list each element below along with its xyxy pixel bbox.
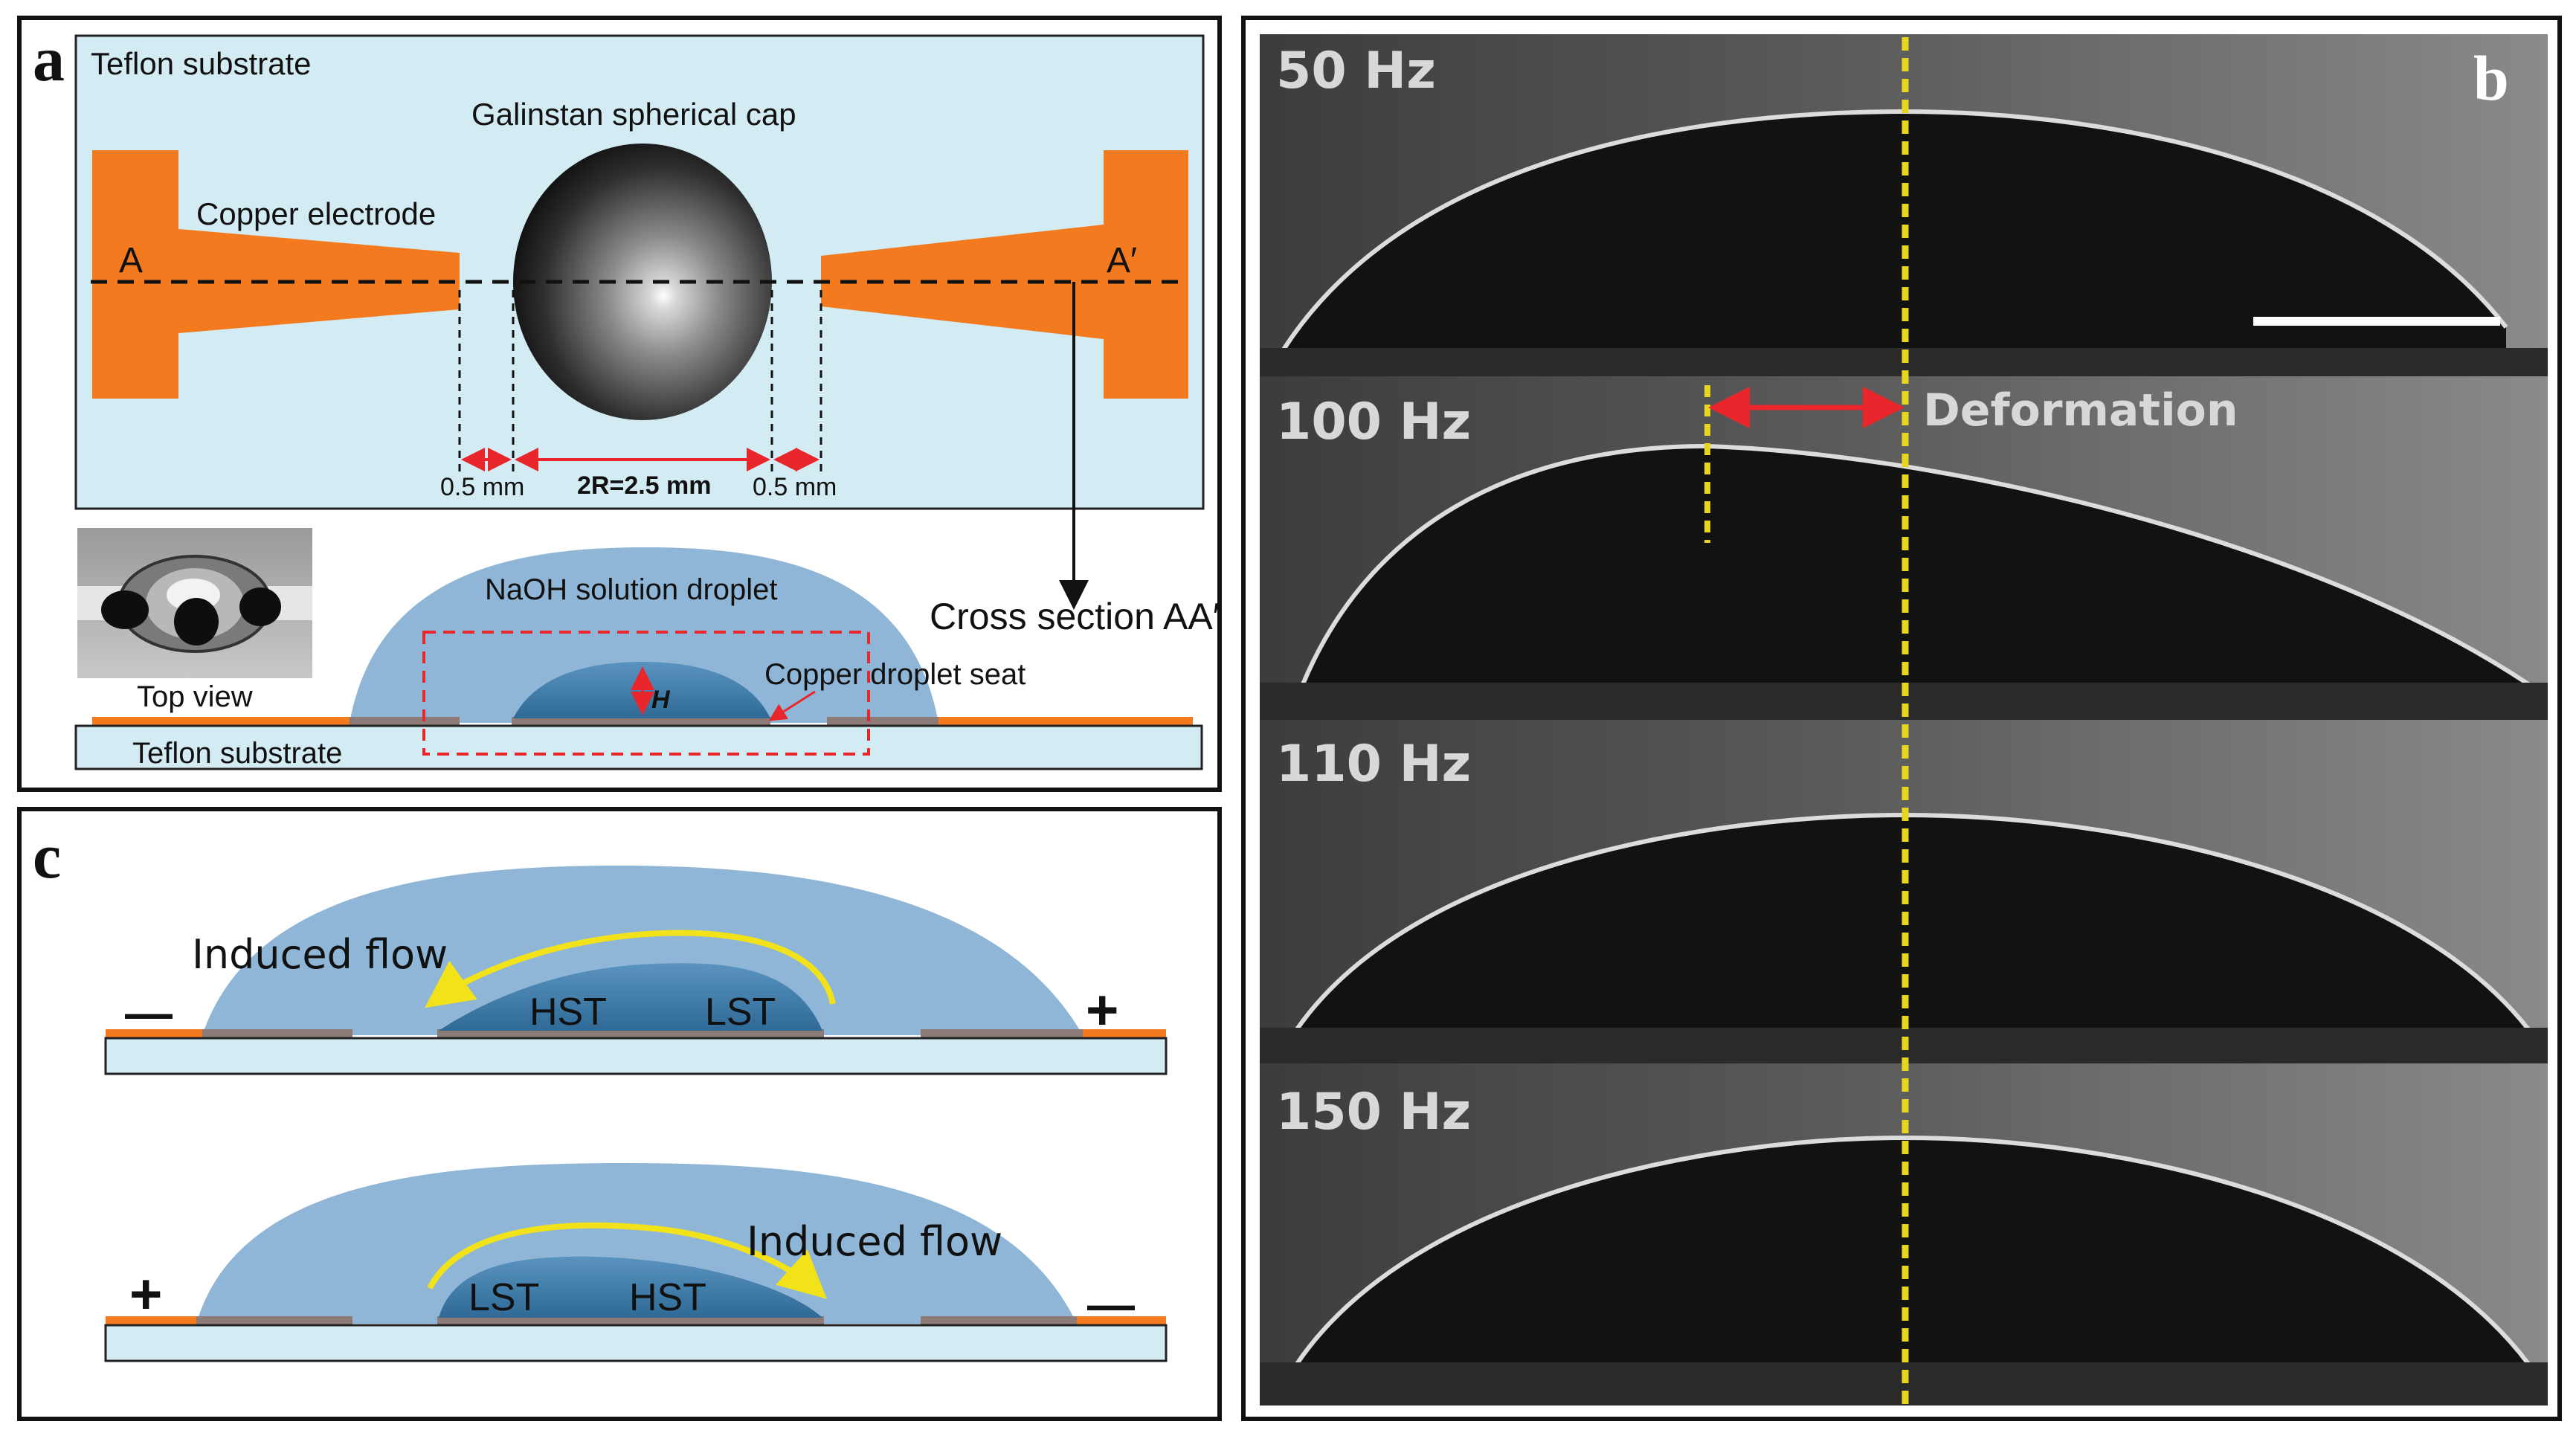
zoom-box — [422, 631, 870, 756]
teflon-substrate-bottom — [74, 724, 1203, 770]
sign-left-bottom: + — [129, 1263, 162, 1326]
metal-top — [439, 963, 822, 1031]
pad-right-top — [921, 1029, 1083, 1038]
frame-110hz-label: 110 Hz — [1276, 735, 1471, 793]
pad-left-bottom — [196, 1316, 352, 1325]
config-top: Induced flow HST LST — + — [104, 866, 1168, 1075]
droplet-top — [202, 866, 1083, 1035]
seat-pointer — [768, 690, 816, 721]
lst-label-top: LST — [705, 991, 776, 1034]
panel-c: c Induced flow HST LST — + — [17, 807, 1222, 1421]
dim-right-label: 0.5 mm — [753, 473, 837, 501]
copper-pad-right — [827, 717, 938, 726]
droplet-bottom — [196, 1163, 1077, 1324]
frame-50hz-label: 50 Hz — [1276, 42, 1436, 100]
cap-label: Galinstan spherical cap — [471, 97, 796, 132]
metal-bottom — [439, 1256, 822, 1318]
substrate-bottom — [104, 1324, 1168, 1362]
pad-left-top — [202, 1029, 352, 1038]
seat-label: Copper droplet seat — [764, 658, 1025, 691]
deformation-label: Deformation — [1923, 384, 2238, 437]
copper-seat — [512, 717, 770, 726]
flow-arrow-top — [425, 930, 836, 1008]
point-a-label: A — [119, 241, 143, 280]
orange-strip-left — [92, 717, 350, 726]
sign-right-top: + — [1086, 979, 1118, 1042]
flow-arrow-bottom — [427, 1222, 827, 1299]
substrate-top — [104, 1037, 1168, 1075]
sign-left-top: — — [125, 986, 173, 1040]
teflon-bottom-label: Teflon substrate — [132, 737, 342, 770]
top-view-photo — [77, 528, 312, 678]
cross-section-label: Cross section AA′ — [930, 596, 1220, 637]
lst-label-bottom: LST — [468, 1276, 539, 1319]
config-bottom: Induced flow LST HST + — — [104, 1163, 1168, 1362]
copper-electrode-left — [92, 150, 460, 399]
flow-label-top: Induced flow — [192, 931, 448, 978]
hst-label-bottom: HST — [629, 1276, 706, 1319]
teflon-top-label: Teflon substrate — [91, 46, 312, 81]
panel-a: a Teflon substrate Copper electrode A A′… — [17, 16, 1222, 792]
sign-right-bottom: — — [1087, 1278, 1135, 1331]
seat-top — [437, 1029, 824, 1038]
orange-strip-right — [938, 717, 1193, 726]
h-label: H — [651, 686, 671, 714]
hst-label-top: HST — [529, 991, 607, 1034]
naoh-droplet — [350, 547, 938, 723]
pad-right-bottom — [921, 1316, 1077, 1325]
panel-b-letter: b — [2473, 42, 2509, 114]
panel-b: 50 Hz Deformation 100 Hz 110 Hz — [1241, 16, 2562, 1421]
dimension-lines — [458, 290, 822, 476]
frame-100hz-label: 100 Hz — [1276, 393, 1471, 451]
panel-a-letter: a — [33, 23, 65, 94]
flow-label-bottom: Induced flow — [747, 1218, 1002, 1265]
copper-electrode-right — [821, 150, 1188, 399]
dim-center-label: 2R=2.5 mm — [577, 471, 712, 500]
top-view-label: Top view — [137, 680, 253, 713]
seat-bottom — [437, 1316, 824, 1325]
point-a-prime-label: A′ — [1107, 241, 1137, 280]
electrode-label: Copper electrode — [196, 196, 436, 231]
dim-left-label: 0.5 mm — [440, 473, 524, 501]
frame-150hz-label: 150 Hz — [1276, 1083, 1471, 1142]
naoh-label: NaOH solution droplet — [485, 573, 778, 606]
panel-c-letter: c — [33, 820, 61, 892]
copper-pad-left — [350, 717, 460, 726]
